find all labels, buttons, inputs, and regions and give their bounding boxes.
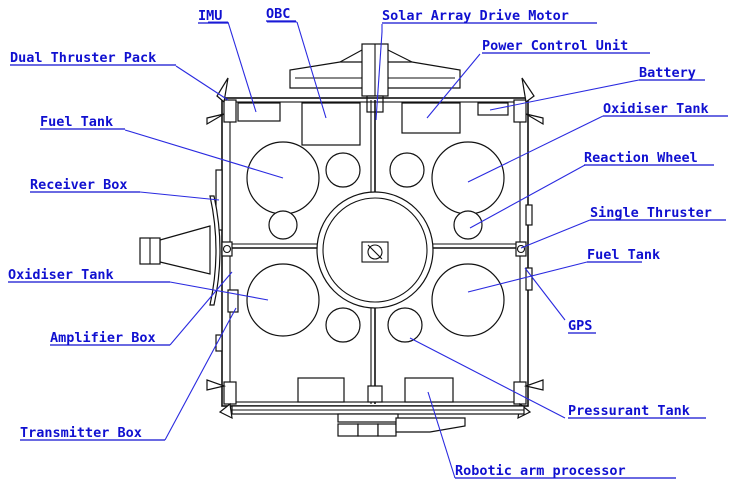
leader-lines xyxy=(124,21,640,479)
reaction-wheel xyxy=(453,210,483,240)
label-power-control-unit: Power Control Unit xyxy=(482,38,628,54)
single-thruster-right xyxy=(515,241,527,257)
label-transmitter-box: Transmitter Box xyxy=(20,425,142,441)
oxidiser-tank-lower xyxy=(246,263,320,337)
label-imu: IMU xyxy=(198,8,222,24)
robotic-arm-processor-box xyxy=(404,377,454,403)
label-amplifier-box: Amplifier Box xyxy=(50,330,156,346)
gps-box xyxy=(525,267,533,291)
thruster-bottom-left xyxy=(206,379,237,420)
label-pressurant-tank: Pressurant Tank xyxy=(568,403,690,419)
label-receiver-box: Receiver Box xyxy=(30,177,128,193)
imu-box xyxy=(237,102,281,122)
obc-box xyxy=(301,102,361,146)
fuel-tank-lower xyxy=(431,263,505,337)
labels: IMU OBC Solar Array Drive Motor Dual Thr… xyxy=(8,6,728,479)
label-obc: OBC xyxy=(266,6,290,22)
single-thruster-left xyxy=(221,241,233,257)
oxidiser-tank-upper xyxy=(431,141,505,215)
antenna-dish xyxy=(139,195,221,306)
bottom-box-left xyxy=(297,377,345,403)
label-reaction-wheel: Reaction Wheel xyxy=(584,150,698,166)
label-robotic-arm-processor: Robotic arm processor xyxy=(455,463,626,479)
label-dual-thruster-pack: Dual Thruster Pack xyxy=(10,50,156,66)
label-fuel-tank-upper: Fuel Tank xyxy=(40,114,113,130)
label-fuel-tank-lower: Fuel Tank xyxy=(587,247,660,263)
pressurant-tank xyxy=(387,307,423,343)
robotic-arm xyxy=(231,405,525,437)
label-single-thruster: Single Thruster xyxy=(590,205,712,221)
label-oxidiser-tank-lower: Oxidiser Tank xyxy=(8,267,114,283)
dual-thruster-pack xyxy=(206,77,237,126)
label-gps: GPS xyxy=(568,318,592,334)
amplifier-box xyxy=(227,289,239,313)
spacecraft-drawing xyxy=(139,43,544,437)
label-solar-array-drive-motor: Solar Array Drive Motor xyxy=(382,8,569,24)
thruster-top-right xyxy=(513,77,544,126)
label-battery: Battery xyxy=(639,65,696,81)
label-oxidiser-tank-upper: Oxidiser Tank xyxy=(603,101,709,117)
power-control-unit-box xyxy=(401,102,461,134)
